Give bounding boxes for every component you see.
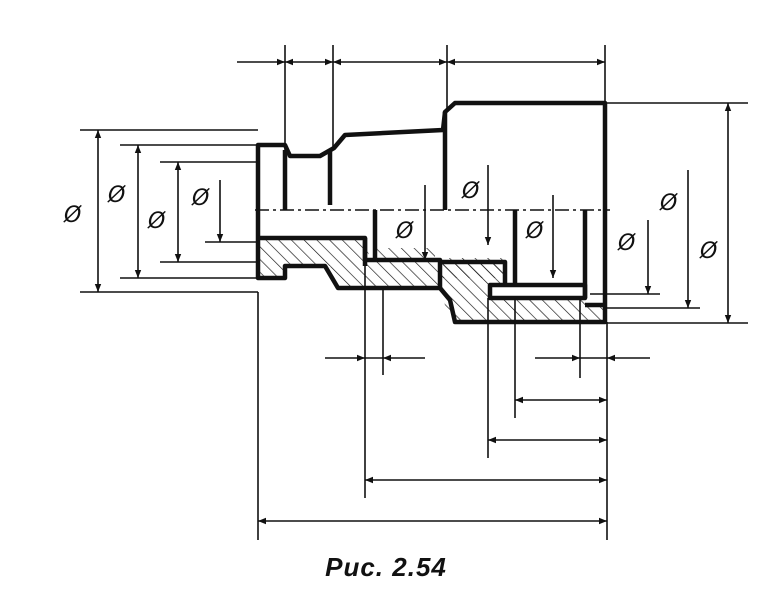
- left-diameter-dimensions: [80, 129, 258, 293]
- part-outline: [255, 100, 608, 325]
- right-diameter-dimensions: [590, 102, 748, 324]
- diameter-symbol: Ø: [147, 209, 166, 234]
- diameter-symbol: Ø: [107, 183, 126, 208]
- top-dimension-chain: [237, 45, 606, 150]
- diameter-symbol: Ø: [659, 191, 678, 216]
- diameter-symbol: Ø: [525, 219, 544, 244]
- figure-caption: Рис. 2.54: [325, 552, 447, 582]
- diameter-symbol: Ø: [617, 231, 636, 256]
- inner-diameter-dimensions: [421, 165, 557, 278]
- bottom-dimensions: [257, 266, 650, 540]
- diameter-symbol: Ø: [63, 203, 82, 228]
- diameter-symbol: Ø: [395, 219, 414, 244]
- diameter-symbol: Ø: [191, 186, 210, 211]
- diameter-labels: Ø Ø Ø Ø Ø Ø Ø Ø Ø Ø: [63, 179, 718, 264]
- diameter-symbol: Ø: [699, 239, 718, 264]
- diameter-symbol: Ø: [461, 179, 480, 204]
